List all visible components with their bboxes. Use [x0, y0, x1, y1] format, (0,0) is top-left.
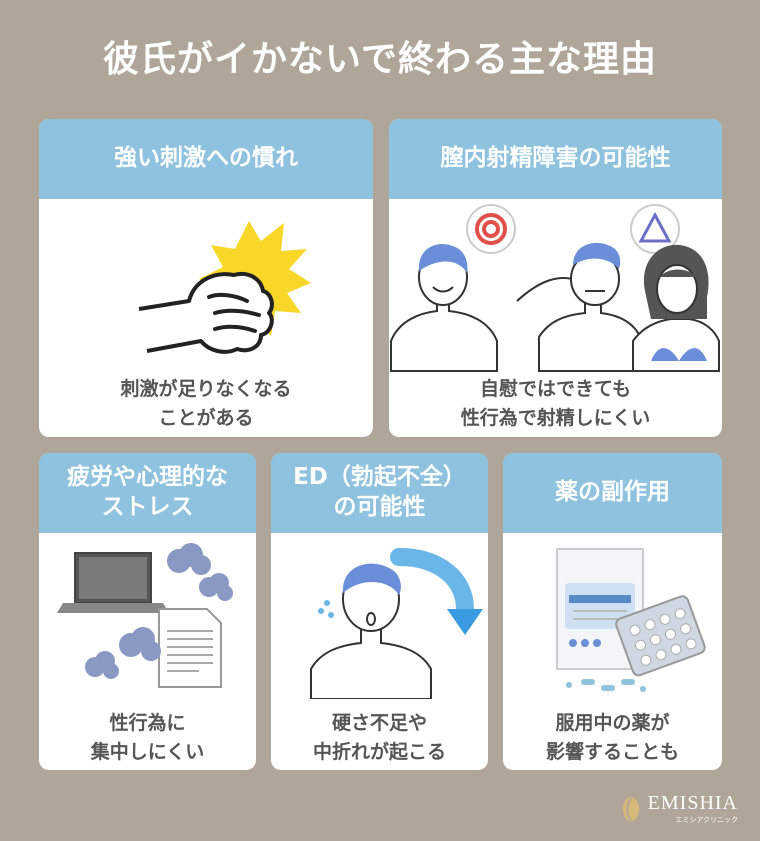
- leaf-logo-icon: [622, 796, 639, 821]
- worried-man-icon: [271, 539, 488, 700]
- reason-card-medication: 薬の副作用 服用中の薬が 影響することも: [503, 453, 722, 770]
- card-caption: 性行為に 集中しにくい: [39, 709, 256, 766]
- card-heading-text: 薬の副作用: [555, 479, 670, 506]
- card-heading-text: 強い刺激への慣れ: [114, 145, 298, 172]
- logo-name: EMISHIA: [647, 792, 738, 814]
- medicine-icon: [503, 539, 722, 699]
- card-caption: 硬さ不足や 中折れが起こる: [271, 709, 488, 766]
- card-heading: 疲労や心理的な ストレス: [39, 453, 256, 533]
- caption-line: 刺激が足りなくなる: [120, 378, 292, 400]
- card-caption: 服用中の薬が 影響することも: [503, 709, 722, 766]
- reason-card-ejaculation-disorder: 膣内射精障害の可能性: [389, 119, 722, 437]
- fist-icon: [39, 201, 373, 371]
- page-title: 彼氏がイかないで終わる主な理由: [103, 39, 657, 80]
- caption-line: 影響することも: [545, 740, 679, 763]
- card-heading-text: 膣内射精障害の可能性: [440, 145, 671, 172]
- caption-line: 自慰ではできても: [479, 378, 632, 400]
- caption-line: 性行為に: [109, 712, 186, 734]
- caption-line: 硬さ不足や: [331, 712, 427, 734]
- card-heading: 強い刺激への慣れ: [39, 119, 373, 199]
- caption-line: 集中しにくい: [90, 740, 205, 763]
- card-heading: 薬の副作用: [503, 453, 722, 533]
- card-caption: 刺激が足りなくなる ことがある: [39, 375, 373, 432]
- caption-line: 中折れが起こる: [312, 740, 446, 763]
- card-heading-line: ストレス: [101, 494, 194, 520]
- card-caption: 自慰ではできても 性行為で射精しにくい: [389, 375, 722, 432]
- card-heading-line: の可能性: [333, 494, 426, 520]
- reason-card-stress: 疲労や心理的な ストレス: [39, 453, 256, 770]
- logo-subtitle: エミシアクリニック: [675, 816, 738, 824]
- card-heading: ED（勃起不全） の可能性: [271, 453, 488, 533]
- reason-card-stimulus: 強い刺激への慣れ 刺激が足りなくなる ことがある: [39, 119, 373, 437]
- caption-line: 服用中の薬が: [555, 712, 670, 734]
- reason-card-ed: ED（勃起不全） の可能性 硬さ不足や 中折れが起こる: [271, 453, 488, 770]
- couple-icon: [389, 201, 722, 373]
- card-heading-line: 疲労や心理的な: [67, 464, 228, 491]
- card-heading: 膣内射精障害の可能性: [389, 119, 722, 199]
- brand-logo: EMISHIA エミシアクリニック: [620, 792, 738, 825]
- card-heading-line: ED（勃起不全）: [293, 464, 466, 491]
- laptop-stress-icon: [39, 539, 256, 699]
- caption-line: 性行為で射精しにくい: [460, 406, 651, 429]
- caption-line: ことがある: [158, 406, 254, 429]
